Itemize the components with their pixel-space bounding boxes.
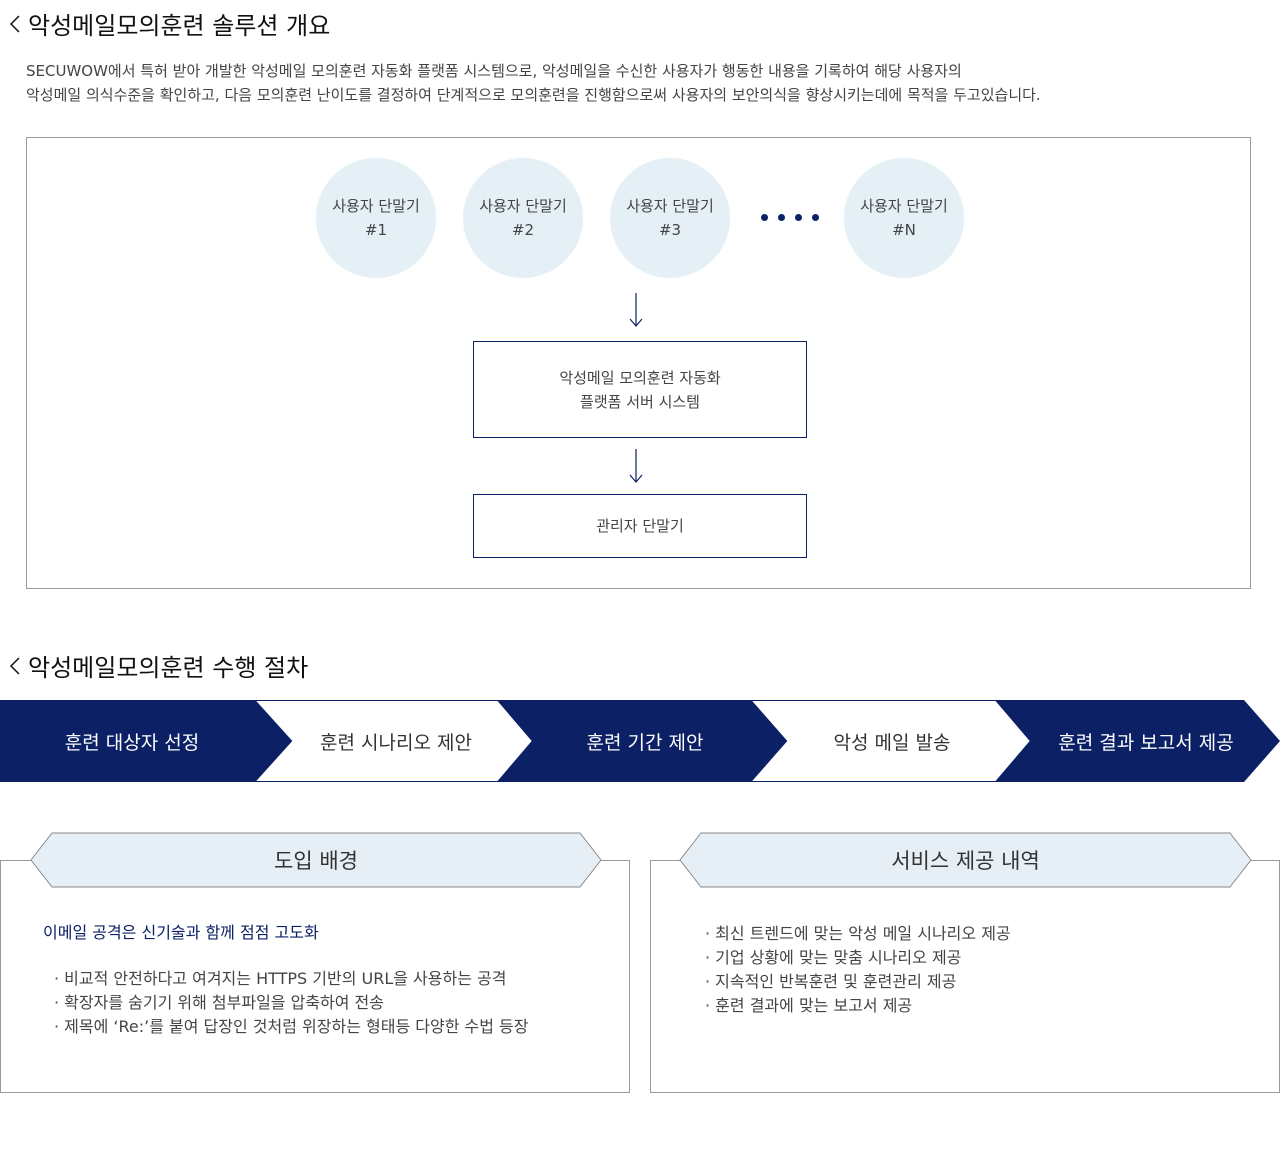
chevron-left-icon [9, 14, 20, 33]
list-item: 확장자를 숨기기 위해 첨부파일을 압축하여 전송 [54, 991, 528, 1015]
terminal-id: #N [892, 221, 916, 239]
admin-terminal-box: 관리자 단말기 [473, 494, 807, 558]
admin-label: 관리자 단말기 [596, 517, 684, 535]
terminal-id: #1 [364, 221, 388, 239]
list-item: 비교적 안전하다고 여겨지는 HTTPS 기반의 URL을 사용하는 공격 [54, 967, 528, 991]
background-panel-header: 도입 배경 [30, 832, 602, 888]
services-title: 서비스 제공 내역 [891, 849, 1040, 873]
intro-line-1: SECUWOW에서 특허 받아 개발한 악성메일 모의훈련 자동화 플랫폼 시스… [26, 62, 962, 80]
procedure-steps: 훈련 대상자 선정 훈련 시나리오 제안 훈련 기간 제안 악성 메일 발송 훈… [0, 700, 1281, 782]
step-1: 훈련 대상자 선정 [64, 731, 200, 754]
background-highlight: 이메일 공격은 신기술과 함께 점점 고도화 [43, 923, 319, 942]
server-line-2: 플랫폼 서버 시스템 [580, 392, 700, 411]
procedure-title: 악성메일모의훈련 수행 절차 [8, 648, 308, 683]
terminal-id: #2 [511, 221, 535, 239]
arrow-down-icon [629, 293, 643, 327]
list-item: 제목에 ‘Re:’를 붙여 답장인 것처럼 위장하는 형태등 다양한 수법 등장 [54, 1015, 528, 1039]
arrow-down-icon [629, 449, 643, 483]
user-terminal-2: 사용자 단말기 #2 [463, 158, 583, 278]
background-title: 도입 배경 [274, 849, 358, 873]
step-shape-3 [498, 700, 786, 782]
architecture-diagram [26, 137, 1251, 589]
overview-title-text: 악성메일모의훈련 솔루션 개요 [28, 12, 331, 40]
user-terminal-n: 사용자 단말기 #N [844, 158, 964, 278]
steps-graphic [0, 700, 1280, 782]
list-item: 훈련 결과에 맞는 보고서 제공 [705, 994, 1011, 1018]
list-item: 최신 트렌드에 맞는 악성 메일 시나리오 제공 [705, 922, 1010, 946]
terminal-label: 사용자 단말기 [332, 197, 420, 215]
step-shape-1 [0, 700, 291, 782]
list-item: 지속적인 반복훈련 및 훈련관리 제공 [705, 970, 1011, 994]
terminal-label: 사용자 단말기 [626, 197, 714, 215]
list-item: 기업 상황에 맞는 맞춤 시나리오 제공 [705, 946, 1011, 970]
step-5: 훈련 결과 보고서 제공 [1058, 731, 1234, 754]
intro-line-2: 악성메일 의식수준을 확인하고, 다음 모의훈련 난이도를 결정하여 단계적으로… [26, 86, 1041, 104]
step-shape-4 [748, 700, 1033, 782]
overview-title: 악성메일모의훈련 솔루션 개요 [8, 6, 330, 41]
chevron-left-icon [9, 656, 20, 675]
procedure-title-text: 악성메일모의훈련 수행 절차 [28, 654, 309, 682]
step-3: 훈련 기간 제안 [586, 731, 704, 754]
terminal-label: 사용자 단말기 [860, 197, 948, 215]
terminal-label: 사용자 단말기 [479, 197, 567, 215]
server-line-1: 악성메일 모의훈련 자동화 [559, 368, 721, 387]
services-list: 최신 트렌드에 맞는 악성 메일 시나리오 제공 기업 상황에 맞는 맞춤 시나… [705, 922, 1011, 1018]
step-4: 악성 메일 발송 [833, 731, 951, 754]
services-panel-header: 서비스 제공 내역 [679, 832, 1252, 888]
step-2: 훈련 시나리오 제안 [320, 731, 472, 754]
server-system-box: 악성메일 모의훈련 자동화 플랫폼 서버 시스템 [473, 341, 807, 438]
background-list: 비교적 안전하다고 여겨지는 HTTPS 기반의 URL을 사용하는 공격 확장… [54, 967, 528, 1039]
terminal-id: #3 [658, 221, 682, 239]
step-shape-5 [996, 700, 1280, 782]
intro-text: SECUWOW에서 특허 받아 개발한 악성메일 모의훈련 자동화 플랫폼 시스… [26, 59, 1246, 107]
step-shape-2 [252, 700, 535, 782]
ellipsis-dots [761, 214, 819, 221]
user-terminal-3: 사용자 단말기 #3 [610, 158, 730, 278]
user-terminal-1: 사용자 단말기 #1 [316, 158, 436, 278]
